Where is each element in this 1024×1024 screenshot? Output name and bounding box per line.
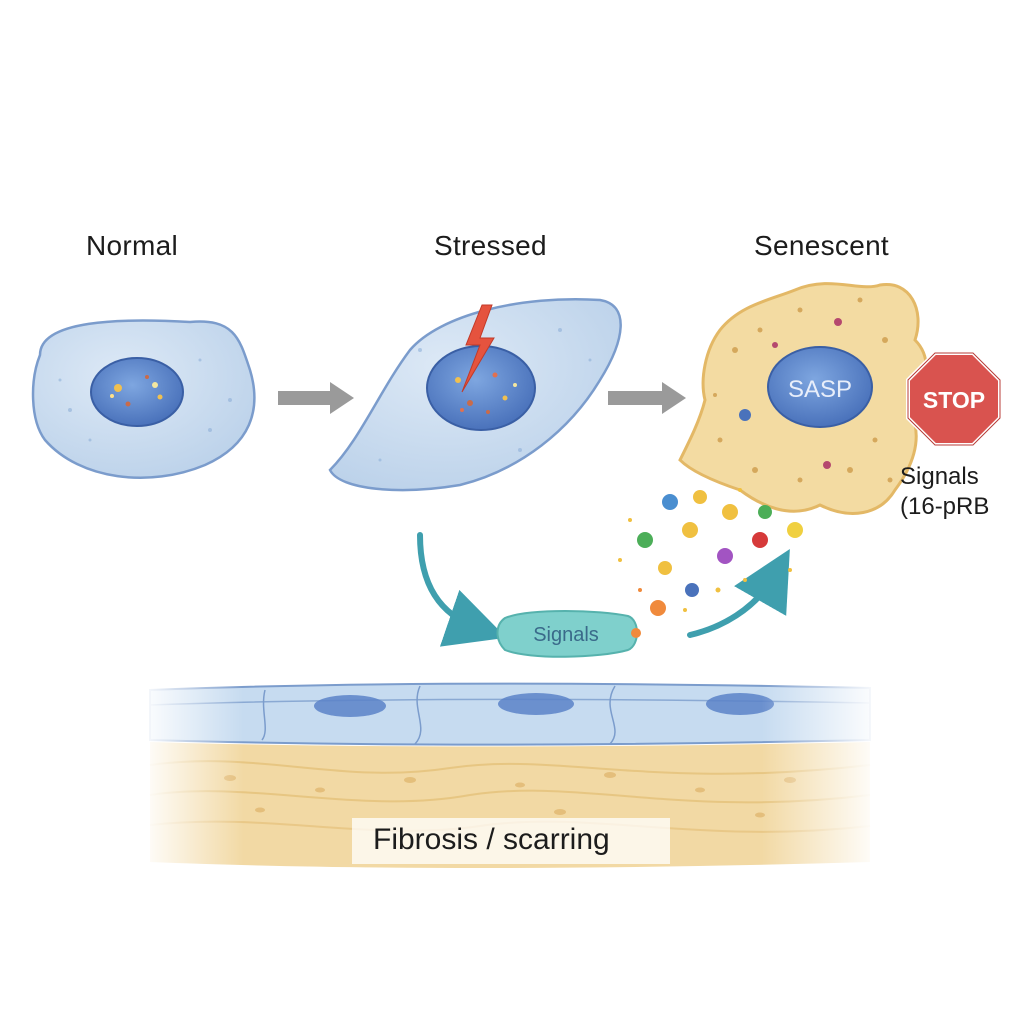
senescent-nucleus [767, 346, 873, 428]
label-senescent: Senescent [754, 230, 890, 261]
stop-sign-icon: STOP [906, 351, 1002, 447]
curved-arrow-down [417, 532, 507, 647]
senescent-cell: SASP [678, 282, 928, 515]
curved-arrow-up [687, 548, 790, 638]
arrow-normal-to-stressed [278, 382, 354, 414]
arrow-stressed-to-senescent [608, 382, 686, 414]
signals-side-label: Signals (16-pRB [900, 462, 989, 522]
label-normal: Normal [86, 230, 179, 261]
label-stressed: Stressed [434, 230, 547, 261]
signal-particles [618, 488, 803, 616]
sasp-label: SASP [788, 376, 852, 403]
normal-nucleus [90, 357, 184, 427]
signals-side-line1: Signals [900, 463, 979, 490]
signals-capsule-label: Signals [533, 624, 599, 646]
signals-capsule: Signals [496, 610, 641, 658]
tissue-section [140, 680, 880, 875]
fibrosis-label: Fibrosis / scarring [373, 823, 610, 856]
stressed-cell [328, 298, 622, 492]
signals-side-line2: (16-pRB [900, 493, 990, 520]
lightning-bolt-icon [461, 304, 495, 393]
stop-sign-text: STOP [923, 387, 985, 413]
normal-cell [31, 319, 256, 479]
